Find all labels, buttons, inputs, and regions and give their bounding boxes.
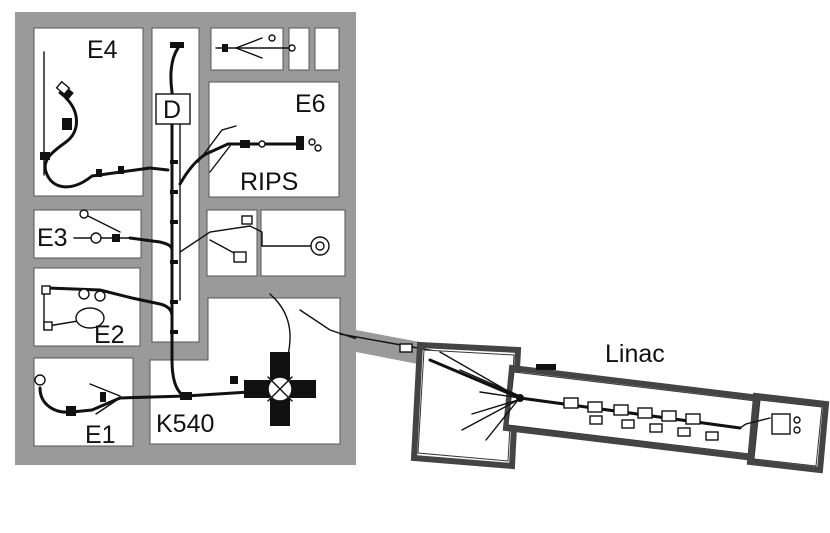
linac-hall bbox=[410, 341, 830, 474]
e1-beamline bbox=[34, 374, 188, 416]
room-e2 bbox=[33, 267, 141, 347]
mid-room-beamline bbox=[179, 215, 330, 263]
e4-beamline bbox=[40, 51, 170, 189]
k540-cyclotron bbox=[184, 293, 361, 426]
d-label-box bbox=[155, 93, 191, 125]
room-e1 bbox=[33, 357, 134, 447]
top-room-beamline bbox=[215, 34, 296, 59]
rips-beamline bbox=[178, 125, 322, 186]
cyclotron-sectors bbox=[244, 352, 316, 426]
label-e4: E4 bbox=[87, 36, 118, 64]
room-top-small-3 bbox=[314, 27, 340, 71]
label-e3: E3 bbox=[37, 224, 68, 252]
label-d: D bbox=[163, 96, 181, 124]
label-e1: E1 bbox=[85, 421, 116, 449]
label-rips: RIPS bbox=[240, 168, 298, 196]
room-e6 bbox=[208, 81, 340, 198]
room-top-small-1 bbox=[210, 27, 284, 71]
d-corridor-beamline: D bbox=[155, 42, 192, 400]
label-linac: Linac bbox=[605, 340, 665, 368]
room-mid-right bbox=[260, 209, 346, 277]
room-e4 bbox=[33, 27, 144, 197]
room-e3 bbox=[33, 209, 142, 259]
e2-beamline bbox=[41, 285, 174, 331]
transfer-corridor bbox=[339, 330, 441, 364]
main-building bbox=[15, 12, 356, 465]
e3-beamline bbox=[73, 209, 174, 252]
label-k540: K540 bbox=[156, 410, 214, 438]
label-e6: E6 bbox=[295, 90, 326, 118]
room-k540 bbox=[149, 297, 341, 445]
linac-beamline bbox=[428, 351, 801, 441]
room-d-corridor bbox=[151, 27, 200, 343]
label-e2: E2 bbox=[94, 321, 125, 349]
